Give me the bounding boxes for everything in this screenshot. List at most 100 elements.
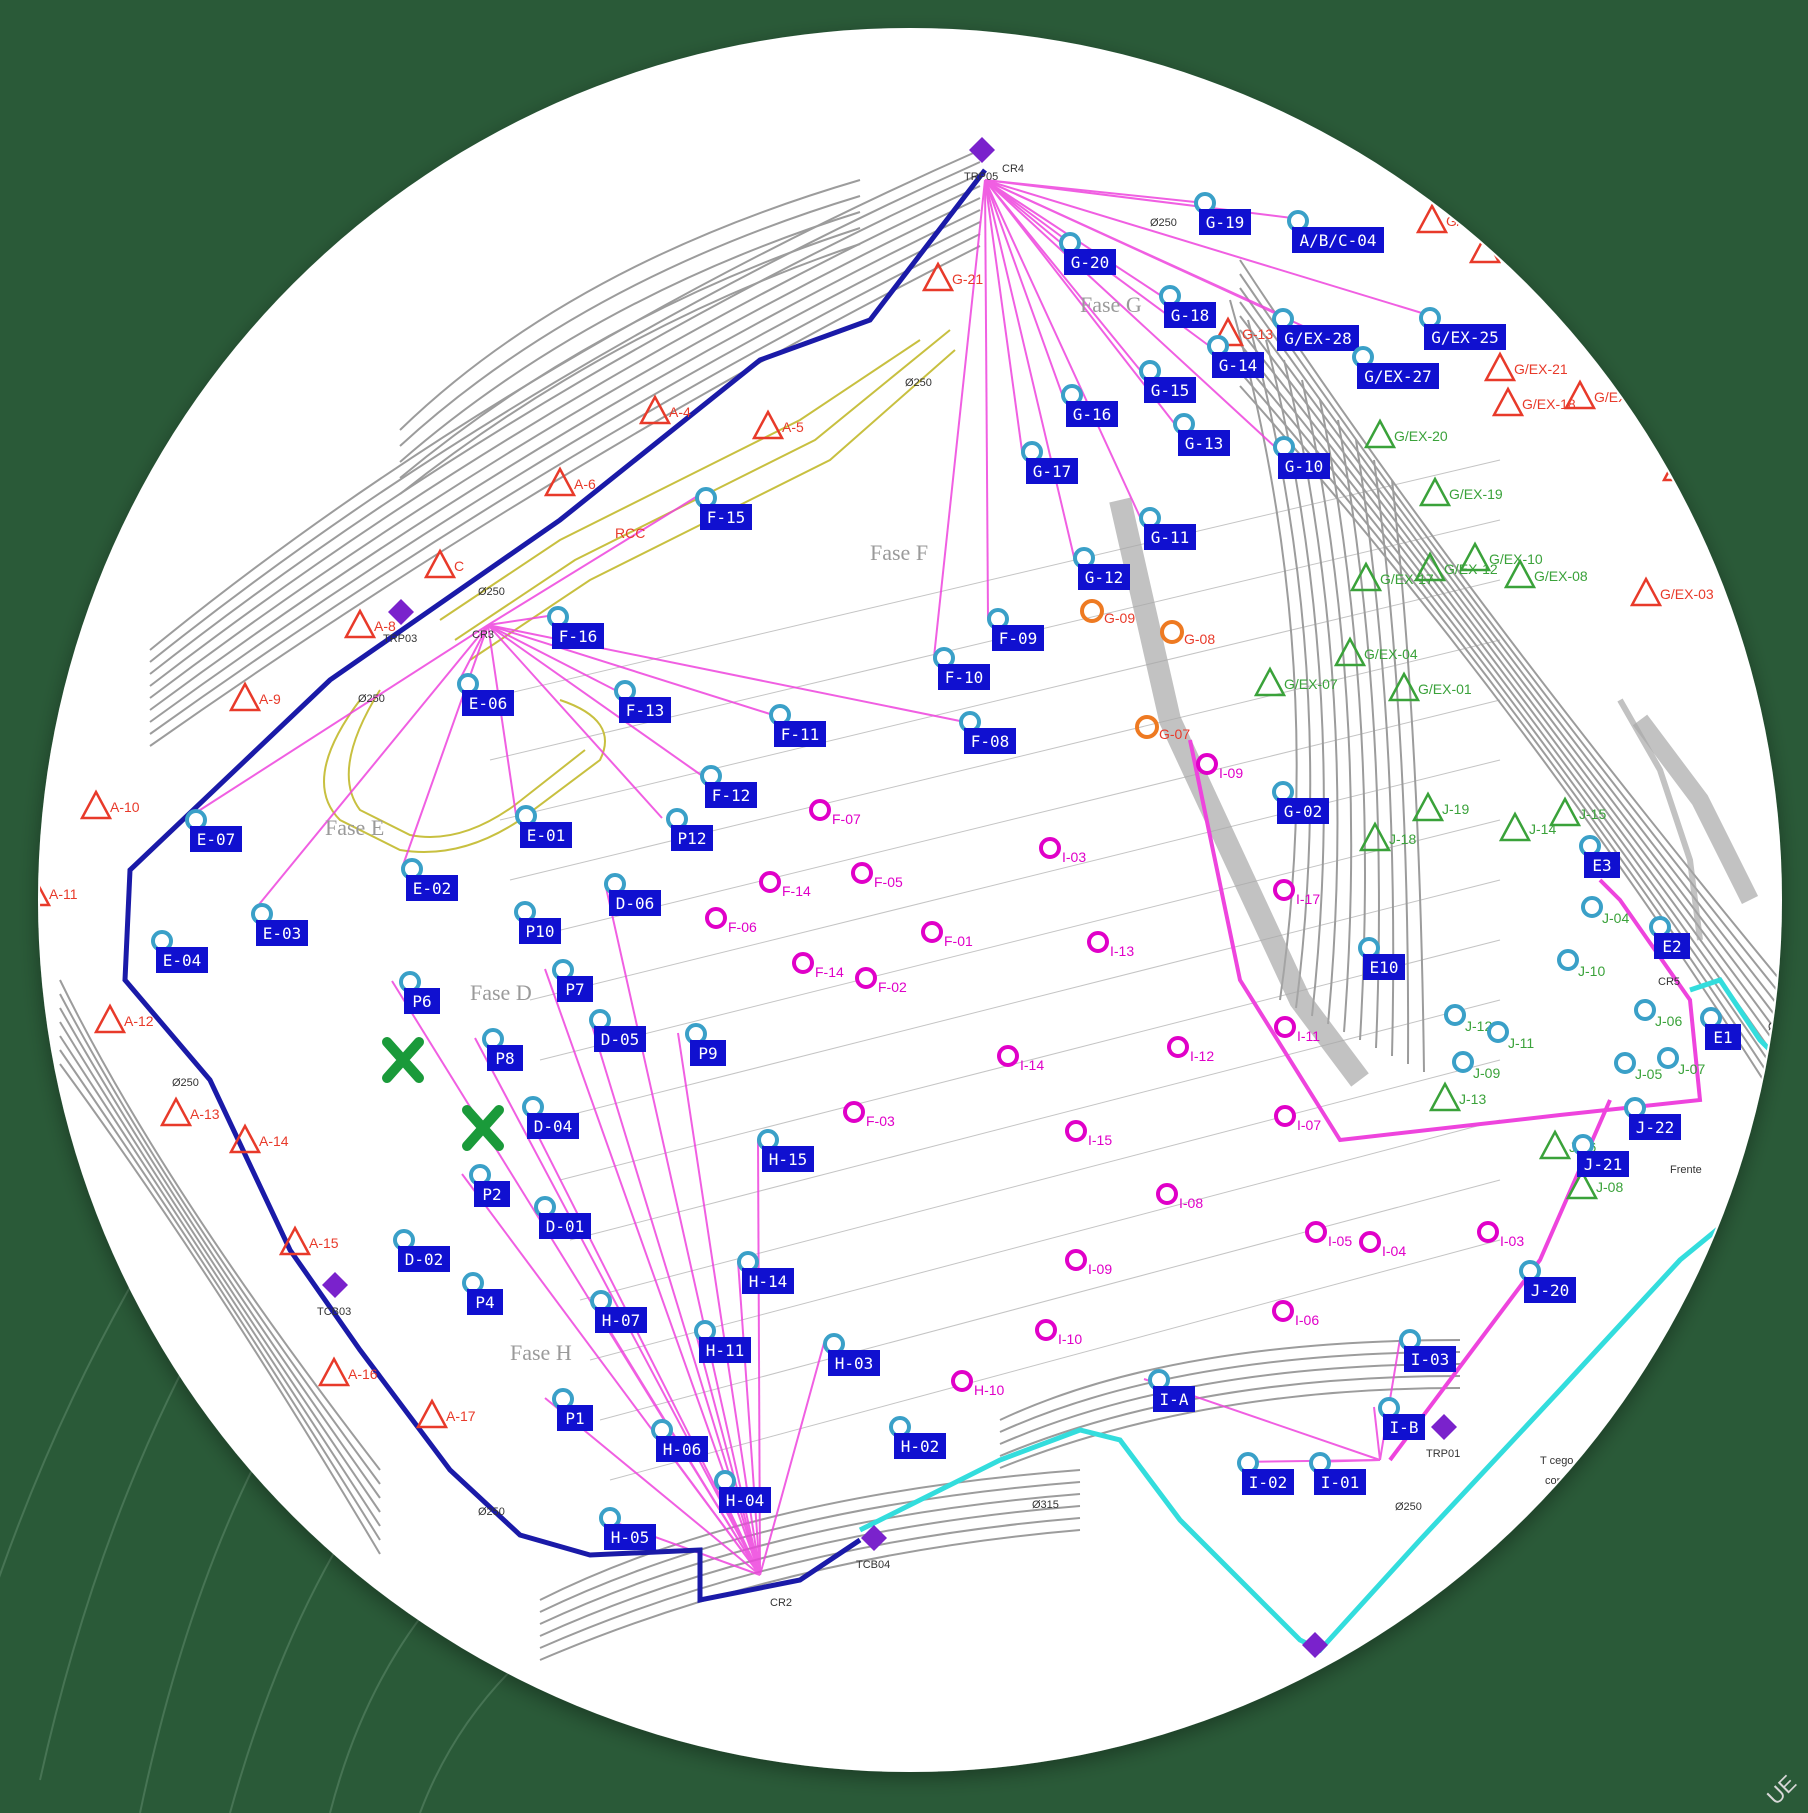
reference-point-label: TRP05: [964, 171, 998, 183]
triangle-icon: [317, 1356, 351, 1387]
well-tag-label: E10: [1370, 958, 1399, 977]
ring-icon: [759, 871, 781, 893]
green-survey-marker: G/EX-19: [1418, 476, 1503, 507]
contour-line: [59, 1007, 381, 1499]
ring-icon: [1657, 1047, 1679, 1069]
contour-line: [1239, 287, 1780, 1009]
piezometer-label: F-14: [782, 883, 811, 899]
well-tag: G-18: [1159, 285, 1216, 328]
well-tag-label: E-04: [163, 951, 202, 970]
contour-line: [59, 1049, 381, 1541]
red-marker-label: A-16: [348, 1366, 378, 1382]
well-tag-label: G-19: [1206, 213, 1245, 232]
well-plaque: [1292, 227, 1384, 253]
link-line: [391, 980, 761, 1576]
well-plaque: [894, 1433, 946, 1459]
well-tag: E-04: [151, 930, 208, 973]
contour-line: [529, 759, 1501, 1001]
contour-line: [539, 1493, 1081, 1625]
red-survey-marker: A-17: [415, 1398, 476, 1429]
red-survey-marker: A-15: [278, 1225, 339, 1256]
ring-icon: [1065, 1120, 1087, 1142]
link-line: [737, 1260, 761, 1576]
well-tag: H-06: [651, 1419, 708, 1462]
triangle-icon: [1548, 796, 1582, 827]
well-tag-label: G-15: [1151, 381, 1190, 400]
well-tag-label: G-02: [1284, 802, 1323, 821]
red-survey-marker: G/EX-18: [1491, 386, 1576, 417]
triangle-icon: [638, 394, 672, 425]
ring-icon: [1614, 1052, 1636, 1074]
well-plaque: [552, 623, 604, 649]
triangle-icon: [1563, 379, 1597, 410]
x-marker: [462, 1105, 504, 1151]
green-survey-marker: G/EX-17: [1349, 561, 1434, 592]
ring-icon: [1160, 620, 1184, 644]
well-tag-label: H-14: [749, 1272, 788, 1291]
ring-marker: J-07: [1657, 1047, 1705, 1077]
well-tag: P7: [552, 959, 593, 1002]
triangle-icon: [1491, 386, 1525, 417]
piezometer-label: I-09: [1088, 1261, 1112, 1277]
piezometer-marker: I-10: [1035, 1319, 1082, 1347]
well-plaque: [1066, 401, 1118, 427]
well-tag-label: G-12: [1085, 568, 1124, 587]
well-tag: H-07: [590, 1290, 647, 1333]
piezometer-marker: I-04: [1359, 1231, 1406, 1259]
well-tag-label: P2: [482, 1185, 501, 1204]
ring-marker-label: J-09: [1473, 1065, 1500, 1081]
green-survey-marker: G/EX-07: [1253, 666, 1338, 697]
link-line: [984, 179, 989, 619]
well-tag-label: D-06: [616, 894, 655, 913]
orange-marker: G-09: [1080, 599, 1135, 626]
contour-line: [399, 227, 861, 479]
well-plaque: [1178, 430, 1230, 456]
well-tag-label: P1: [565, 1409, 584, 1428]
well-tag: G-17: [1021, 441, 1078, 484]
contour-line: [539, 819, 1501, 1061]
red-marker-label: A-5: [782, 419, 804, 435]
contour-line: [1229, 299, 1298, 1001]
piezometer-label: I-12: [1190, 1048, 1214, 1064]
red-survey-marker: A-8: [343, 608, 396, 639]
orange-marker-label: G-08: [1184, 631, 1215, 647]
phase-label: Fase F: [870, 540, 928, 565]
well-tag: I-01: [1309, 1452, 1366, 1495]
ring-marker: J-04: [1581, 896, 1629, 926]
well-tag-label: I-B: [1390, 1418, 1419, 1437]
x-marker: [382, 1037, 424, 1083]
green-survey-marker: J-15: [1548, 796, 1606, 827]
triangle-icon: [1483, 351, 1517, 382]
red-survey-marker: G/EX-21: [1483, 351, 1568, 382]
well-tag-label: A/B/C-04: [1299, 231, 1376, 250]
well-tag: D-02: [393, 1229, 450, 1272]
green-survey-marker: J-18: [1358, 821, 1416, 852]
link-line: [984, 179, 1075, 558]
triangle-icon: [228, 681, 262, 712]
well-tag: P12: [666, 808, 713, 851]
well-tag-label: H-11: [706, 1341, 745, 1360]
green-survey-marker: G/EX-08: [1503, 558, 1588, 589]
link-line: [487, 624, 771, 715]
piezometer-marker: I-13: [1087, 931, 1134, 959]
triangle-icon: [1333, 636, 1367, 667]
well-tag: H-11: [694, 1320, 751, 1363]
triangle-icon: [1498, 811, 1532, 842]
piezometer-label: F-07: [832, 811, 861, 827]
ring-icon: [1167, 1036, 1189, 1058]
well-tag: P1: [552, 1388, 593, 1431]
rcc-zone: [323, 329, 956, 853]
well-tag-label: F-11: [781, 725, 820, 744]
piezometer-marker: I-14: [997, 1045, 1044, 1073]
ring-marker-label: J-04: [1602, 910, 1629, 926]
red-marker-label: C: [454, 558, 464, 574]
contour-line: [1247, 319, 1312, 1009]
well-tag-label: H-04: [726, 1491, 765, 1510]
phase-label: Fase D: [470, 980, 532, 1005]
green-marker-label: J-19: [1442, 801, 1469, 817]
well-plaque: [256, 920, 308, 946]
contour-line: [999, 1351, 1461, 1433]
well-plaque: [1577, 1151, 1629, 1177]
map-annotation: Ø315: [1680, 1334, 1707, 1346]
